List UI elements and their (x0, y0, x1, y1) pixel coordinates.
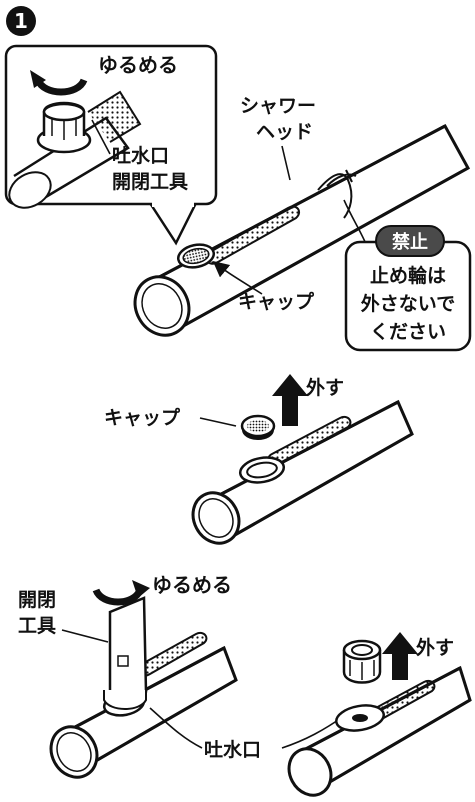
zoom-callout (4, 44, 218, 246)
warning-text-line2: 外さないで (361, 292, 455, 315)
opener-tool (103, 596, 148, 710)
loosen-label-panel3: ゆるめる (152, 573, 232, 597)
outlet-tool-label-line2: 開閉工具 (112, 171, 188, 193)
outlet-label: 吐水口 (204, 739, 261, 761)
prohibited-badge (375, 225, 445, 257)
rotate-ccw-arrow-icon (34, 78, 88, 96)
cap-part (240, 414, 276, 440)
remove-arrow-icon-panel3 (382, 632, 418, 680)
remove-label-panel2: 外す (306, 376, 344, 399)
warning-box: 禁止 止め輪は 外さないで ください (344, 225, 472, 352)
shower-head-label-line1: シャワー (240, 95, 316, 117)
cap-label-panel2: キャップ (104, 406, 181, 429)
remove-label-panel3: 外す (416, 636, 454, 659)
outlet-tool-label-line1: 吐水口 (112, 145, 169, 167)
step-number: 1 (14, 9, 28, 33)
outlet-nozzle-part (342, 639, 382, 684)
opener-tool-label-line1: 開閉 (18, 589, 56, 611)
cap-label: キャップ (238, 290, 315, 313)
shower-head-label-line2: ヘッド (256, 121, 313, 143)
prohibited-badge-text: 禁止 (392, 231, 428, 253)
shower-head-pipe-outlet-removed (287, 665, 472, 797)
step-number-badge: 1 (6, 6, 36, 36)
rotate-ccw-arrow-icon-panel3 (92, 588, 144, 606)
remove-arrow-icon (272, 374, 308, 426)
warning-text-line1: 止め輪は (370, 264, 446, 287)
shower-head-pipe (133, 123, 471, 337)
loosen-label: ゆるめる (98, 53, 178, 77)
shower-head-pipe-cap-removed (191, 399, 414, 545)
opener-tool-label-line2: 工具 (18, 615, 56, 637)
warning-text-line3: ください (370, 321, 446, 343)
